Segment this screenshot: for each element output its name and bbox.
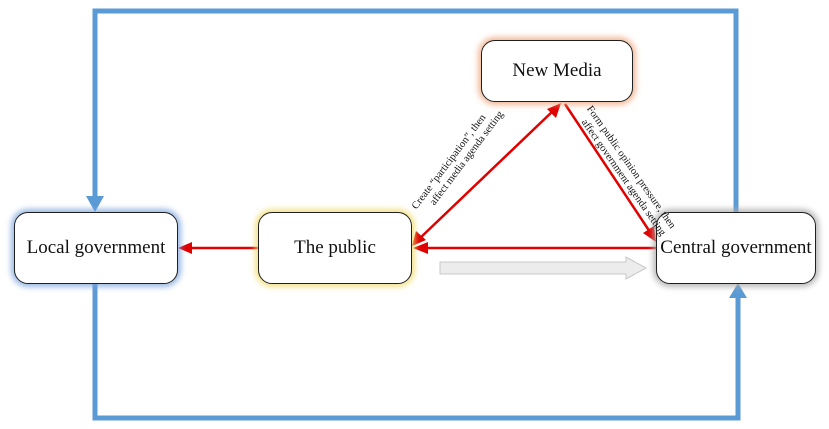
node-the-public: The public [258,212,412,284]
central-to-public-arrowhead [413,242,428,254]
public-media-arrowhead-bottom [412,231,426,246]
node-local-government: Local government [14,212,178,284]
media-to-central-arrowhead [643,226,656,242]
blue-bottom-loop [92,284,741,421]
public-media-arrowhead-top [547,103,561,118]
node-label: Local government [26,237,166,258]
public-media-arrow [417,109,555,241]
node-central-government: Central government [656,212,816,284]
node-label: The public [294,237,376,258]
media-to-central-arrow [563,103,652,233]
blue-bottom-arrowhead [729,283,747,298]
gray-block-arrow [439,256,648,280]
blue-top-loop [92,8,739,212]
blue-top-arrowhead [86,196,104,212]
node-label: Central government [660,237,812,258]
public-to-local-arrowhead [178,242,192,254]
node-new-media: New Media [481,40,633,102]
node-label: New Media [512,60,602,81]
